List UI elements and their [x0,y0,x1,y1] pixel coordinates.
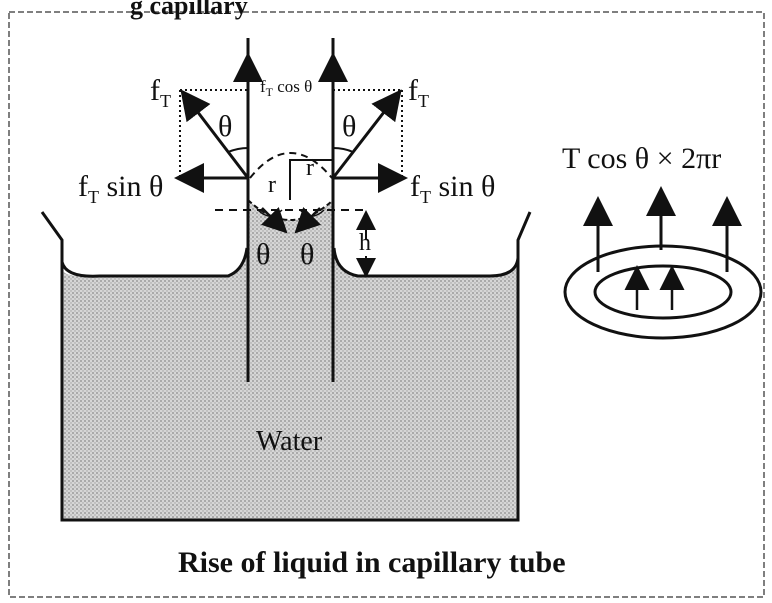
water-surface-left [60,247,249,278]
ring-formula: T cos θ × 2πr [562,142,721,175]
angle-arc-left [227,147,249,153]
radius-marker [289,159,333,200]
water-surface-right [332,247,520,278]
angle-arc-right [332,147,354,153]
fT-sin-theta-left: fT sin θ [78,170,163,207]
hemisphere-dashed [249,152,333,179]
fT-sin-theta-right: fT sin θ [410,170,495,207]
h-label: h [359,230,371,256]
water-label: Water [256,426,323,457]
theta-label-top-left: θ [218,110,232,143]
figure-frame [8,11,765,598]
figure-caption: Rise of liquid in capillary tube [178,546,566,579]
inner-arrow-left [261,207,288,234]
ring-inner [593,264,733,320]
meniscus-curve [247,199,334,221]
water-in-tube [248,200,333,520]
ring-outer [563,244,763,340]
radius-label-top: r [306,155,314,181]
header-fragment: g capillary [130,0,248,20]
water-body [62,250,248,520]
container-outline [40,211,532,522]
fT-cos-theta-label: fT cos θ [260,77,312,99]
fT-label-right: fT [408,74,429,111]
theta-label-bottom-left: θ [256,238,270,271]
fT-label-left: fT [150,74,171,111]
fT-arrow-left [180,89,250,179]
inner-arrow-right [294,207,321,234]
fT-arrow-right [331,89,402,179]
radius-label: r [268,172,276,198]
theta-label-bottom-right: θ [300,238,314,271]
water-body-right [333,250,518,520]
theta-label-top-right: θ [342,110,356,143]
